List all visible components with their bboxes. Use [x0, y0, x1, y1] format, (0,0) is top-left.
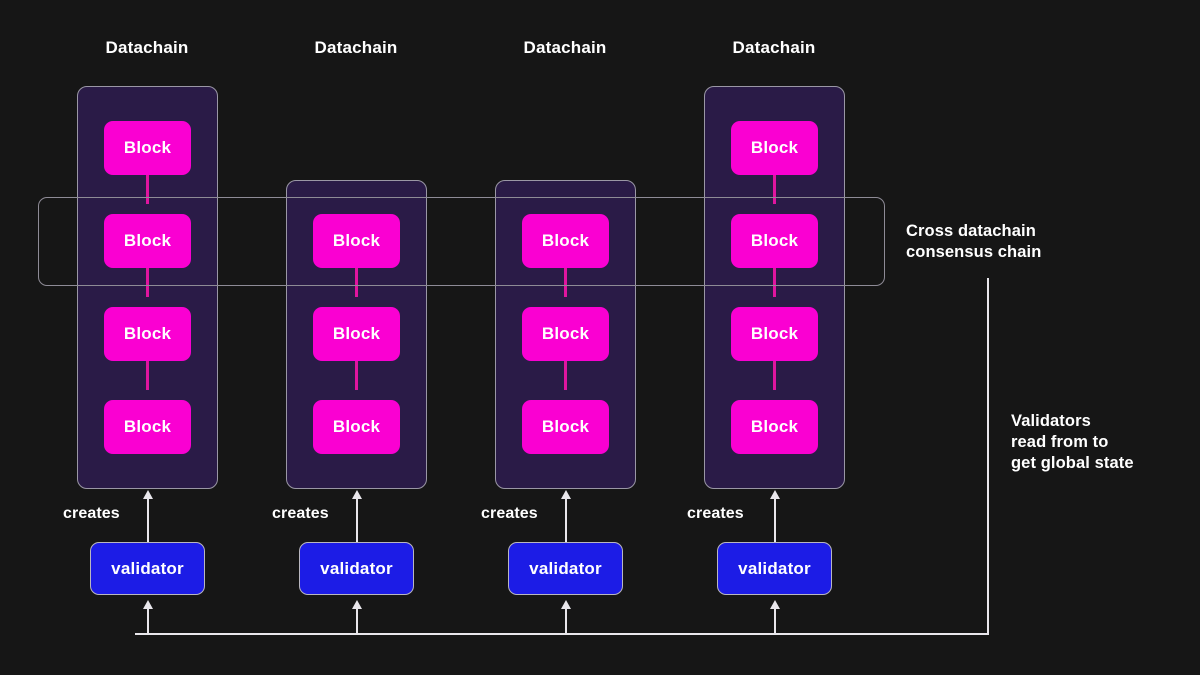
consensus-to-bus-line — [987, 278, 989, 635]
creates-arrow-head-1 — [143, 490, 153, 499]
block-node[interactable]: Block — [731, 121, 818, 175]
chain-link — [355, 261, 358, 297]
validator-node-3[interactable]: validator — [508, 542, 623, 595]
block-node[interactable]: Block — [731, 400, 818, 454]
creates-label-4: creates — [687, 505, 744, 522]
bus-arrow-head-3 — [561, 600, 571, 609]
creates-arrow-shaft-4 — [774, 498, 776, 542]
bus-arrow-shaft-1 — [147, 608, 149, 635]
chain-link — [146, 168, 149, 204]
consensus-chain-label: Cross datachain consensus chain — [906, 222, 1042, 261]
bus-arrow-head-1 — [143, 600, 153, 609]
creates-label-3: creates — [481, 505, 538, 522]
global-state-bus-line — [135, 633, 989, 635]
creates-arrow-head-2 — [352, 490, 362, 499]
chain-link — [564, 261, 567, 297]
validator-node-4[interactable]: validator — [717, 542, 832, 595]
chain-link — [355, 354, 358, 390]
chain-link — [564, 354, 567, 390]
block-node[interactable]: Block — [522, 307, 609, 361]
creates-arrow-head-3 — [561, 490, 571, 499]
block-node[interactable]: Block — [104, 307, 191, 361]
chain-link — [146, 354, 149, 390]
bus-arrow-shaft-4 — [774, 608, 776, 635]
block-node[interactable]: Block — [522, 400, 609, 454]
validator-node-2[interactable]: validator — [299, 542, 414, 595]
datachain-title-1: Datachain — [105, 38, 189, 57]
creates-label-2: creates — [272, 505, 329, 522]
creates-arrow-shaft-1 — [147, 498, 149, 542]
validator-node-1[interactable]: validator — [90, 542, 205, 595]
block-node[interactable]: Block — [313, 214, 400, 268]
block-node[interactable]: Block — [313, 307, 400, 361]
datachain-title-3: Datachain — [523, 38, 607, 57]
cross-datachain-consensus-outline[interactable] — [38, 197, 885, 286]
validators-read-label: Validators read from to get global state — [1011, 412, 1134, 472]
chain-link — [773, 261, 776, 297]
datachain-title-4: Datachain — [732, 38, 816, 57]
chain-link — [773, 354, 776, 390]
block-node[interactable]: Block — [731, 307, 818, 361]
chain-link — [773, 168, 776, 204]
block-node[interactable]: Block — [731, 214, 818, 268]
block-node[interactable]: Block — [522, 214, 609, 268]
creates-label-1: creates — [63, 505, 120, 522]
bus-arrow-shaft-2 — [356, 608, 358, 635]
creates-arrow-shaft-3 — [565, 498, 567, 542]
chain-link — [146, 261, 149, 297]
block-node[interactable]: Block — [104, 214, 191, 268]
creates-arrow-shaft-2 — [356, 498, 358, 542]
bus-arrow-shaft-3 — [565, 608, 567, 635]
creates-arrow-head-4 — [770, 490, 780, 499]
block-node[interactable]: Block — [104, 121, 191, 175]
datachain-title-2: Datachain — [314, 38, 398, 57]
bus-arrow-head-4 — [770, 600, 780, 609]
block-node[interactable]: Block — [104, 400, 191, 454]
bus-arrow-head-2 — [352, 600, 362, 609]
block-node[interactable]: Block — [313, 400, 400, 454]
